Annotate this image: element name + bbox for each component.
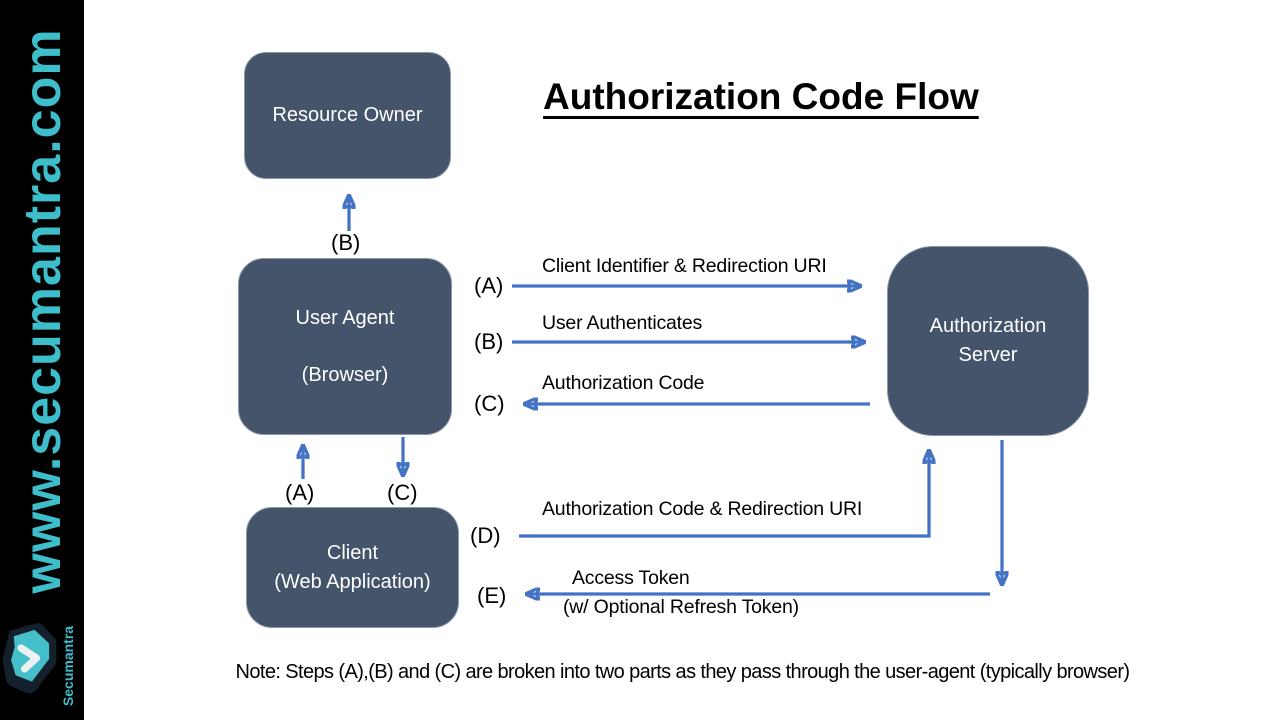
step-label-b: (B) <box>474 329 504 354</box>
box-client-sublabel: (Web Application) <box>274 570 431 593</box>
box-authorization-server: Authorization Server <box>887 246 1089 436</box>
note-text: Note: Steps (A),(B) and (C) are broken i… <box>235 661 1131 683</box>
slide-title: Authorization Code Flow <box>543 76 979 117</box>
box-authorization-server-sublabel: Server <box>958 344 1018 366</box>
secumantra-logo-icon <box>2 623 57 694</box>
step-label-e: (E) <box>477 583 507 608</box>
step-label-a: (A) <box>474 273 504 298</box>
step-label-a-vertical: (A) <box>285 480 315 505</box>
website-url: www.secumantra.com <box>14 28 72 594</box>
box-resource-owner-label: Resource Owner <box>272 104 423 126</box>
box-user-agent-label: User Agent <box>295 306 395 329</box>
flow-caption-e-line1: Access Token <box>572 567 690 589</box>
flow-caption-a: Client Identifier & Redirection URI <box>542 255 827 277</box>
sidebar: www.secumantra.com Secumantra <box>0 0 84 720</box>
flow-caption-c: Authorization Code <box>542 372 705 394</box>
flow-caption-d: Authorization Code & Redirection URI <box>542 498 863 520</box>
box-client: Client (Web Application) <box>246 507 459 628</box>
box-authorization-server-label: Authorization <box>929 315 1047 337</box>
step-label-c-vertical: (C) <box>387 480 418 505</box>
flow-caption-e-line2: (w/ Optional Refresh Token) <box>563 596 799 618</box>
step-label-b-vertical: (B) <box>331 230 361 255</box>
brand-name: Secumantra <box>60 625 76 707</box>
box-user-agent-sublabel: (Browser) <box>301 363 389 386</box>
flow-caption-b: User Authenticates <box>542 312 703 334</box>
box-resource-owner: Resource Owner <box>244 52 451 179</box>
box-user-agent: User Agent (Browser) <box>238 258 452 435</box>
box-client-label: Client <box>326 541 379 564</box>
step-label-c: (C) <box>474 391 505 416</box>
step-label-d: (D) <box>470 523 501 548</box>
arrow-d-client-to-authserver <box>519 451 929 538</box>
